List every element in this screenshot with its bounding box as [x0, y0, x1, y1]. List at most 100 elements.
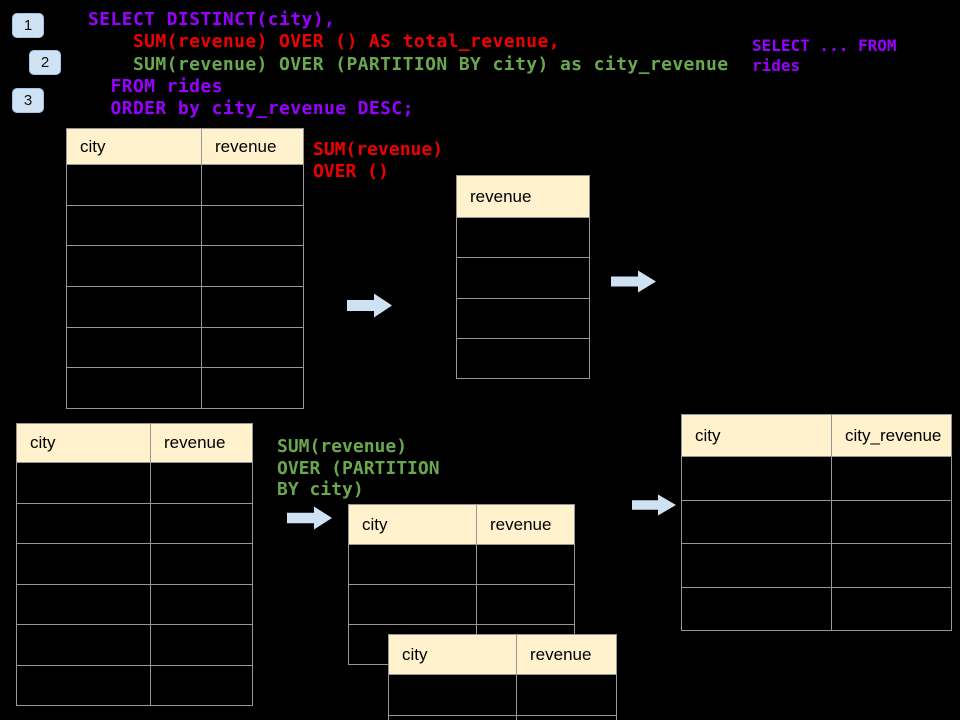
- table-row: [16, 462, 253, 504]
- table-cell: [201, 204, 304, 247]
- table-cell: [66, 204, 202, 247]
- table-row: [66, 164, 304, 206]
- annotation-partition: SUM(revenue) OVER (PARTITION BY city): [277, 436, 440, 501]
- table-cell: [150, 664, 253, 706]
- table-row: [388, 714, 617, 720]
- table-row: [456, 297, 590, 339]
- table-row: [16, 543, 253, 585]
- table-cell: [388, 714, 517, 720]
- arrow-right-icon: [287, 506, 332, 530]
- table-row: [66, 245, 304, 288]
- table-cell: [831, 543, 952, 588]
- table-cell: [476, 584, 575, 625]
- table-row: [456, 257, 590, 299]
- table-cell: [516, 674, 617, 716]
- table-cell: [16, 624, 151, 666]
- table-cell: [66, 367, 202, 410]
- sql-code-line: SUM(revenue) OVER (PARTITION BY city) as…: [88, 53, 729, 75]
- table-cell: [201, 367, 304, 410]
- table-cell: [388, 674, 517, 716]
- column-header: city: [348, 504, 477, 545]
- table-row: [16, 502, 253, 544]
- arrow-right-icon: [347, 293, 392, 318]
- table-row: [16, 583, 253, 625]
- table-row: [66, 367, 304, 410]
- step-badge-1: 1: [12, 13, 44, 38]
- arrow-right-icon: [611, 270, 656, 293]
- table-row: [388, 674, 617, 716]
- table-row: [66, 204, 304, 247]
- table-cell: [456, 257, 590, 299]
- table-cell: [150, 462, 253, 504]
- table-row: [456, 337, 590, 380]
- column-header: revenue: [476, 504, 575, 545]
- table-row: [456, 216, 590, 259]
- table-cell: [476, 544, 575, 585]
- annotation-total-revenue: SUM(revenue) OVER (): [313, 139, 444, 182]
- table-cell: [348, 544, 477, 585]
- table-cell: [16, 583, 151, 625]
- table-cell: [66, 245, 202, 288]
- step-badge-2: 2: [29, 50, 61, 75]
- column-header: city: [16, 423, 151, 463]
- table-row: [681, 499, 952, 544]
- table-cell: [201, 164, 304, 206]
- table-row: [681, 543, 952, 588]
- table-cell: [681, 543, 832, 588]
- table-cell: [150, 624, 253, 666]
- table-cell: [681, 499, 832, 544]
- table-cell: [201, 286, 304, 328]
- table-cell: [66, 286, 202, 328]
- table-cell: [16, 462, 151, 504]
- table-cell: [831, 499, 952, 544]
- table-cell: [16, 664, 151, 706]
- table-cell: [681, 586, 832, 631]
- column-header: city: [681, 414, 832, 457]
- table-header-row: revenue: [456, 175, 590, 218]
- table-cell: [201, 245, 304, 288]
- table-cell: [681, 456, 832, 501]
- table-cell: [201, 326, 304, 369]
- table-row: [348, 584, 575, 625]
- step-badge-3: 3: [12, 88, 44, 113]
- column-header: city: [388, 634, 517, 675]
- table-row: [16, 664, 253, 706]
- table-total-revenue-result: revenue: [456, 175, 590, 380]
- table-cell: [831, 586, 952, 631]
- column-header: revenue: [201, 128, 304, 165]
- column-header: revenue: [150, 423, 253, 463]
- table-row: [681, 586, 952, 631]
- table-row: [681, 456, 952, 501]
- table-cell: [456, 216, 590, 259]
- column-header: city: [66, 128, 202, 165]
- table-cell: [456, 297, 590, 339]
- sql-code-line: ORDER by city_revenue DESC;: [88, 98, 414, 120]
- sql-code-line: SELECT DISTINCT(city),: [88, 9, 336, 30]
- sql-code-block: SELECT DISTINCT(city), SUM(revenue) OVER…: [88, 9, 729, 120]
- column-header: revenue: [516, 634, 617, 675]
- table-row: [16, 624, 253, 666]
- table-row: [66, 326, 304, 369]
- table-cell: [150, 502, 253, 544]
- sql-code-line: FROM rides: [88, 75, 223, 97]
- sql-side-note: SELECT ... FROM rides: [752, 36, 897, 75]
- table-row: [66, 286, 304, 328]
- table-cell: [66, 164, 202, 206]
- table-cell: [456, 337, 590, 380]
- table-cell: [66, 326, 202, 369]
- column-header: revenue: [456, 175, 590, 218]
- table-cell: [516, 714, 617, 720]
- arrow-right-icon: [632, 494, 676, 516]
- table-cell: [16, 502, 151, 544]
- table-cell: [150, 583, 253, 625]
